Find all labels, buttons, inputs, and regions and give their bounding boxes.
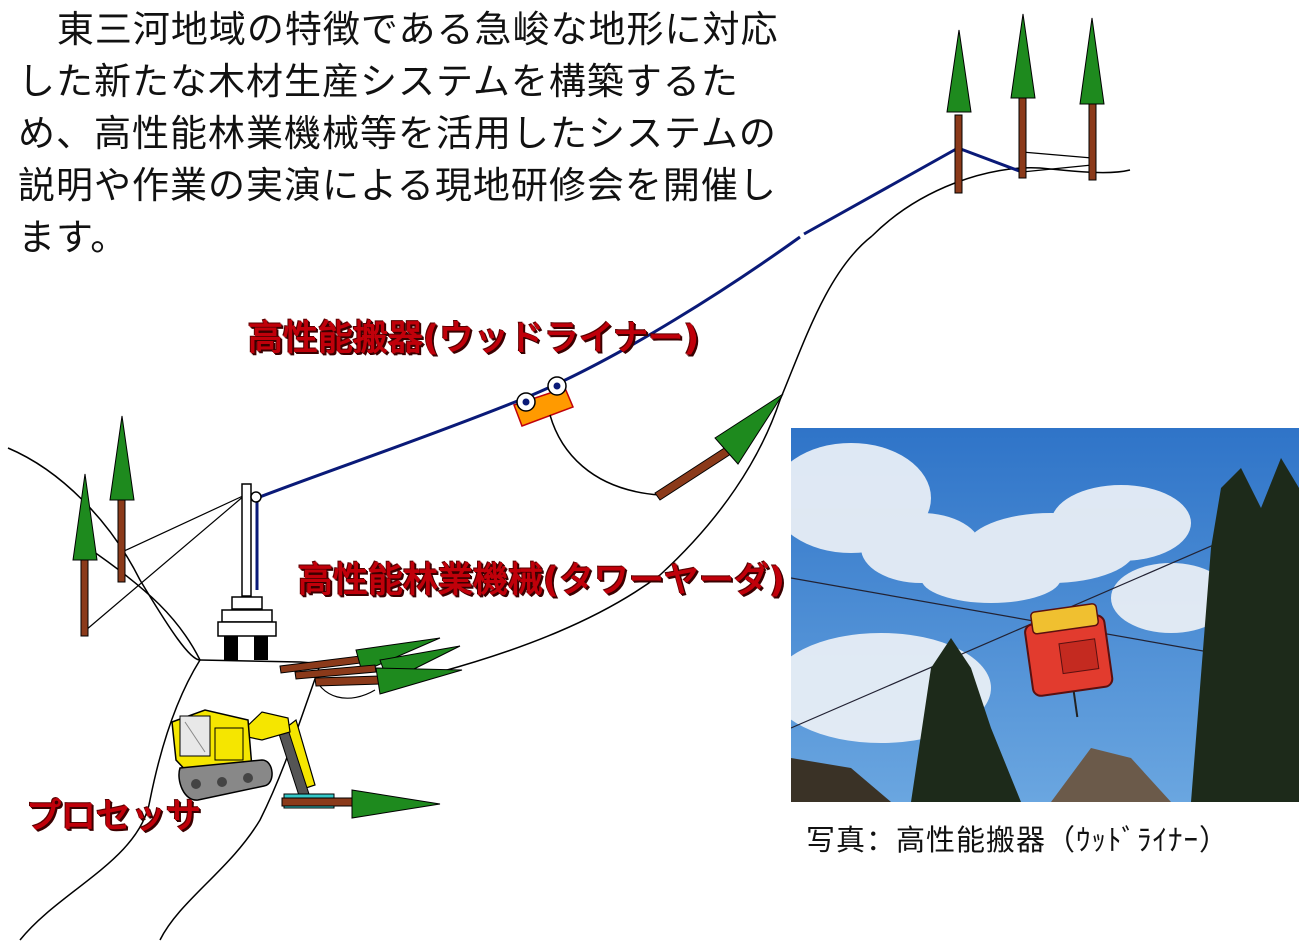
intro-paragraph: 東三河地域の特徴である急峻な地形に対応した新たな木材生産システムを構築するため、… (18, 8, 779, 259)
tree-left-2 (72, 473, 98, 637)
landing-logs (279, 637, 463, 699)
carriage-hook-line (549, 414, 661, 496)
photo-trees (791, 458, 1299, 802)
carriage-photo (791, 428, 1299, 802)
carriage-label: 高性能搬器(ウッドライナー) (248, 319, 700, 359)
yarded-log (654, 393, 784, 501)
photo-caption: 写真：高性能搬器（ｳｯﾄﾞﾗｲﾅｰ） (806, 823, 1230, 857)
tree-ridge-2 (1010, 13, 1036, 179)
mountain-left-outline (7, 447, 201, 661)
terrain-lines (7, 167, 1131, 941)
processed-log (281, 789, 441, 819)
ground-ridge-line (83, 544, 201, 661)
tree-ridge-3 (1079, 17, 1105, 181)
tree-ridge-1 (946, 29, 972, 194)
road-left-edge (19, 659, 201, 941)
tower-yarder-label: 高性能林業機械(タワーヤーダ) (298, 561, 785, 601)
photo-carriage (1024, 603, 1114, 718)
slope-line-upper (439, 235, 873, 673)
carriage-icon (513, 376, 661, 496)
tower-yarder-icon (217, 483, 277, 660)
ridge-line (871, 167, 1131, 237)
road-right-edge (159, 664, 321, 941)
processor-label: プロセッサ (26, 797, 202, 837)
tree-left-1 (109, 415, 135, 583)
